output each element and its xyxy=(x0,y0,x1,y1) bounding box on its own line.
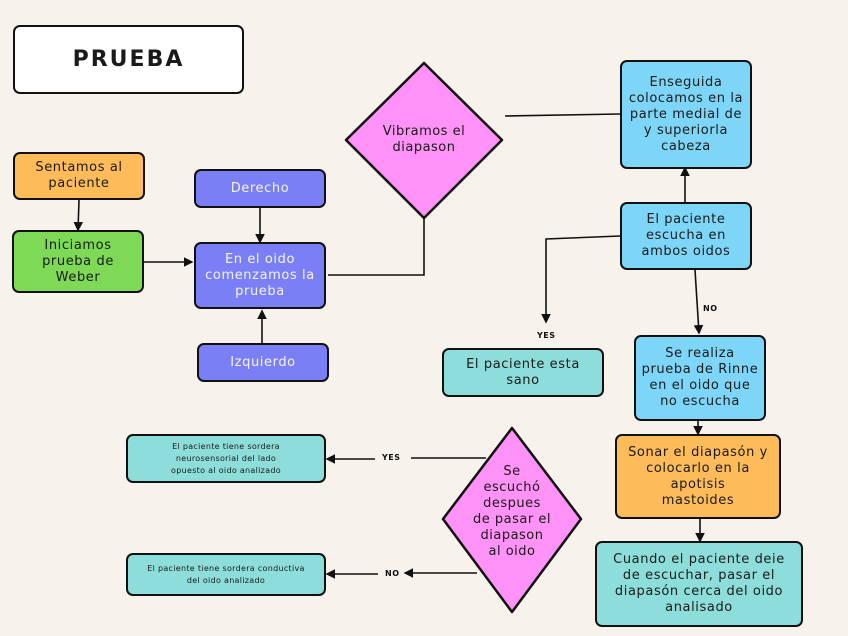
se-escucho-diamond xyxy=(441,426,583,614)
node-rinne: Se realiza prueba de Rinne en el oido qu… xyxy=(634,335,766,421)
arrow-escucha-sano xyxy=(541,235,621,324)
node-sano: El paciente esta sano xyxy=(442,348,604,397)
node-escucha-ambos: El paciente escucha en ambos oidos xyxy=(620,202,752,270)
node-sonar: Sonar el diapasón y colocarlo en la apot… xyxy=(615,434,781,519)
label-no-conductiva: NO xyxy=(385,569,400,578)
label-no-rinne: NO xyxy=(703,304,718,313)
label-yes-neuro: YES xyxy=(382,453,401,462)
node-izquierdo: Izquierdo xyxy=(197,343,329,382)
arrow-sentamos-iniciamos xyxy=(73,199,84,232)
node-neurosensorial: El paciente tiene sordera neurosensorial… xyxy=(126,434,326,483)
node-enseguida: Enseguida colocamos en la parte medial d… xyxy=(620,60,752,169)
label-yes-sano: YES xyxy=(537,331,556,340)
node-vibramos: Vibramos el diapason xyxy=(382,124,466,155)
node-derecho: Derecho xyxy=(194,169,326,208)
node-en-el-oido: En el oido comenzamos la prueba xyxy=(194,242,326,309)
node-iniciamos-weber: Iniciamos prueba de Weber xyxy=(12,230,144,293)
node-conductiva: El paciente tiene sordera conductiva del… xyxy=(126,553,326,596)
node-cuando: Cuando el paciente deie de escuchar, pas… xyxy=(595,541,803,627)
arrow-oido-vibramos xyxy=(328,218,425,276)
node-sentamos: Sentamos al paciente xyxy=(13,152,145,200)
arrow-escucha-rinne xyxy=(693,269,704,335)
page-title: PRUEBA xyxy=(13,25,244,94)
line-vibramos-enseguida xyxy=(504,113,621,117)
node-se-escucho: Se escuchó despues de pasar el diapason … xyxy=(473,464,551,559)
